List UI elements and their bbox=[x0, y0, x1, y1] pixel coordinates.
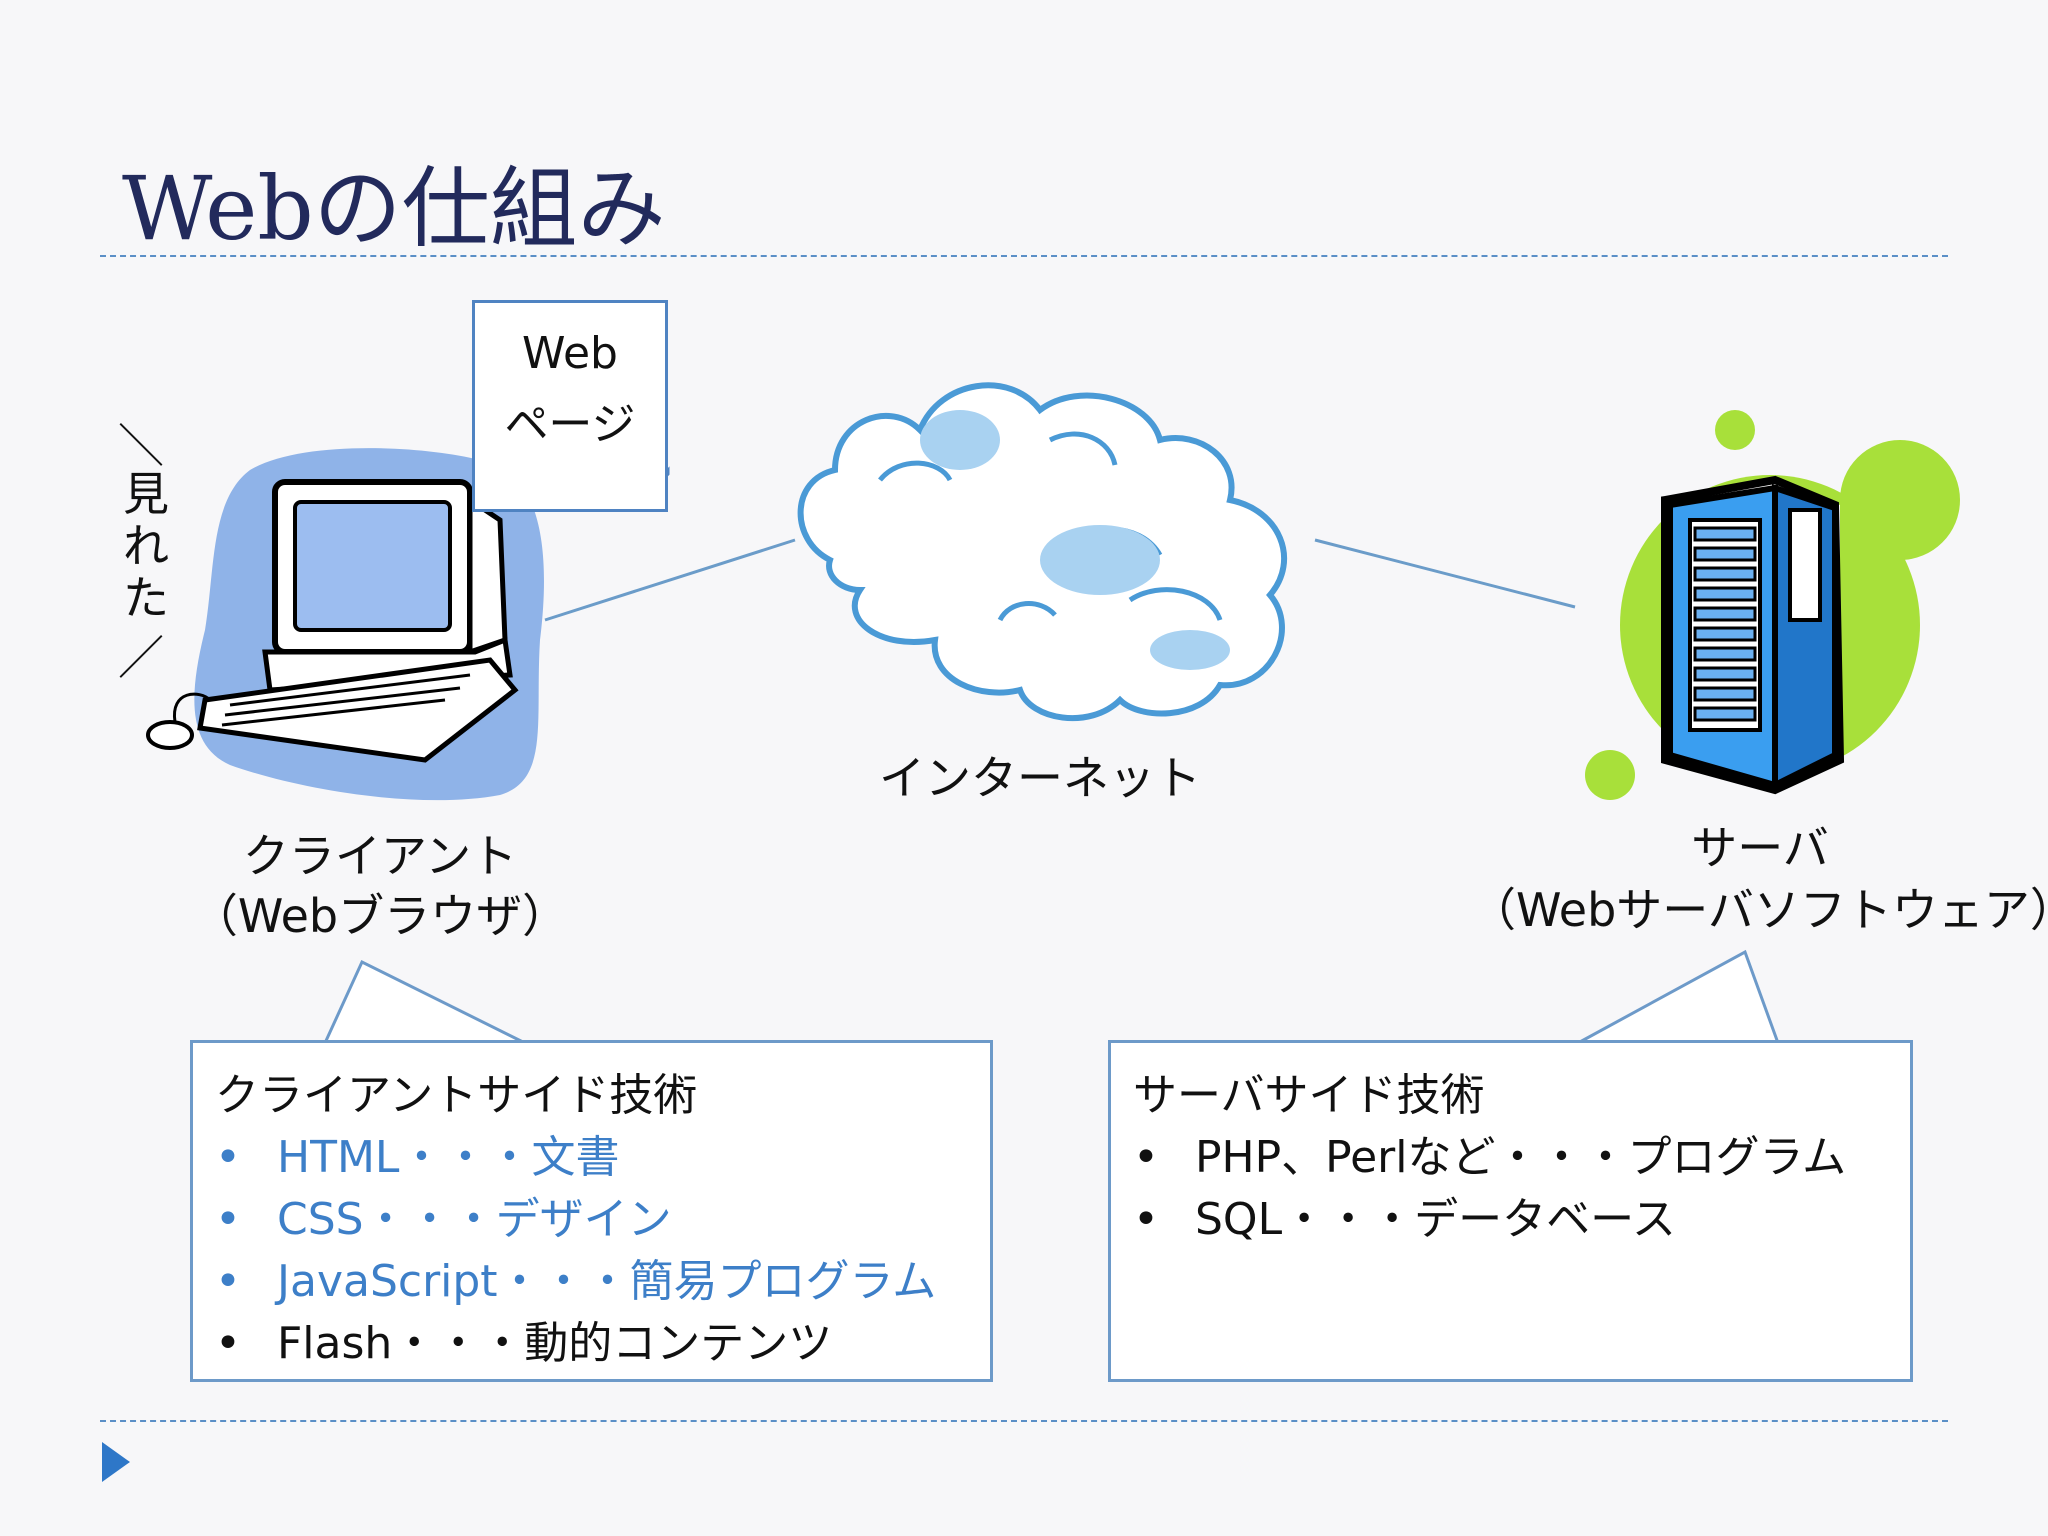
internet-server-link bbox=[1314, 538, 1576, 609]
list-item-text: SQL・・・データベース bbox=[1195, 1194, 1676, 1245]
client-tech-title: クライアントサイド技術 bbox=[215, 1070, 698, 1121]
server-tech-title: サーバサイド技術 bbox=[1133, 1070, 1485, 1121]
list-item: • SQL・・・データベース bbox=[1133, 1183, 1846, 1245]
client-callout-pointer bbox=[323, 959, 526, 1045]
slide-title: Webの仕組み bbox=[122, 157, 666, 260]
bullet-icon: • bbox=[1133, 1194, 1159, 1245]
list-item-text: Flash・・・動的コンテンツ bbox=[277, 1318, 833, 1369]
reaction-slash-top: ＼ bbox=[118, 419, 164, 473]
list-item: • HTML・・・文書 bbox=[215, 1121, 936, 1183]
server-callout-pointer bbox=[1577, 949, 1780, 1045]
list-item: • CSS・・・デザイン bbox=[215, 1183, 936, 1245]
client-sublabel: （Webブラウザ） bbox=[191, 889, 569, 943]
client-tech-box: クライアントサイド技術 • HTML・・・文書 • CSS・・・デザイン • J… bbox=[190, 1040, 993, 1382]
reaction-char: 見 bbox=[123, 467, 169, 521]
list-item-text: JavaScript・・・簡易プログラム bbox=[277, 1256, 937, 1307]
reaction-text: 見 れ た bbox=[118, 468, 174, 624]
list-item: • JavaScript・・・簡易プログラム bbox=[215, 1245, 936, 1307]
webpage-document bbox=[472, 300, 668, 512]
bullet-icon: • bbox=[215, 1318, 241, 1369]
client-label: クライアント bbox=[242, 829, 518, 883]
list-item: • Flash・・・動的コンテンツ bbox=[215, 1307, 936, 1369]
server-label: サーバ bbox=[1691, 821, 1829, 875]
next-arrow-icon bbox=[102, 1442, 130, 1482]
webpage-doc-line1: Web bbox=[522, 328, 618, 379]
reaction-char: た bbox=[123, 571, 169, 625]
list-item: • PHP、Perlなど・・・プログラム bbox=[1133, 1121, 1846, 1183]
bullet-icon: • bbox=[215, 1194, 241, 1245]
cloud-icon bbox=[797, 382, 1288, 722]
internet-label: インターネット bbox=[879, 751, 1201, 805]
bullet-icon: • bbox=[215, 1256, 241, 1307]
list-item-text: PHP、Perlなど・・・プログラム bbox=[1195, 1132, 1847, 1183]
bullet-icon: • bbox=[215, 1132, 241, 1183]
list-item-text: HTML・・・文書 bbox=[277, 1132, 620, 1183]
computer-icon bbox=[146, 448, 544, 801]
webpage-doc-line2: ページ bbox=[504, 399, 636, 450]
server-tech-list: • PHP、Perlなど・・・プログラム • SQL・・・データベース bbox=[1133, 1121, 1846, 1245]
server-icon bbox=[1585, 410, 1960, 800]
server-sublabel: （Webサーバソフトウェア） bbox=[1470, 883, 2048, 937]
server-tech-box: サーバサイド技術 • PHP、Perlなど・・・プログラム • SQL・・・デー… bbox=[1108, 1040, 1913, 1382]
list-item-text: CSS・・・デザイン bbox=[277, 1194, 672, 1245]
reaction-char: れ bbox=[123, 519, 169, 573]
reaction-slash-bottom: ／ bbox=[118, 631, 164, 685]
title-divider bbox=[100, 255, 1948, 257]
bullet-icon: • bbox=[1133, 1132, 1159, 1183]
client-tech-list: • HTML・・・文書 • CSS・・・デザイン • JavaScript・・・… bbox=[215, 1121, 936, 1369]
client-internet-link bbox=[544, 538, 796, 622]
footer-divider bbox=[100, 1420, 1948, 1422]
